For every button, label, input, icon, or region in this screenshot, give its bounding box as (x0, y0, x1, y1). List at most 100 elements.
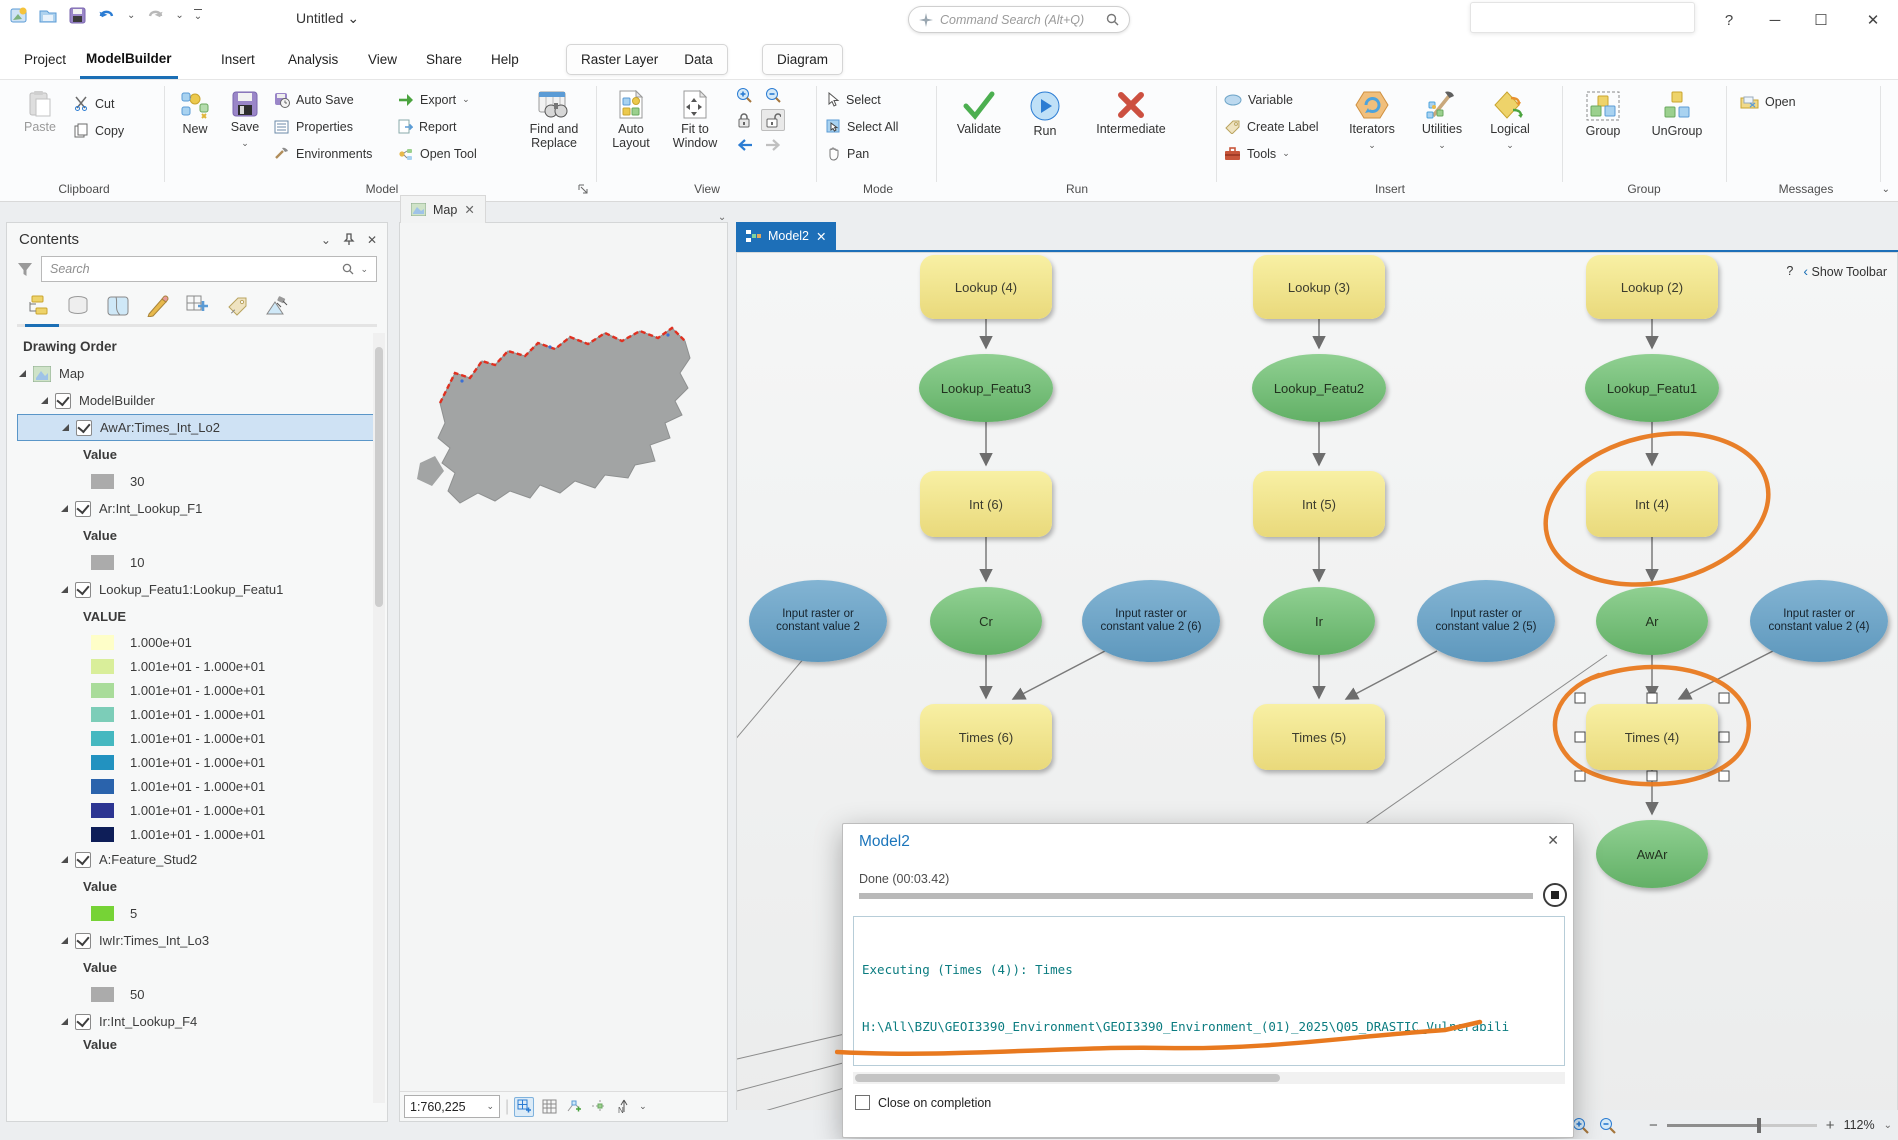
pan-button[interactable]: Pan (826, 140, 898, 167)
list-by-charts-tab[interactable] (225, 294, 251, 318)
save-dropdown-icon[interactable]: ⌄ (241, 136, 249, 150)
model-node-tool[interactable]: Int (6) (920, 471, 1052, 537)
show-toolbar-button[interactable]: ‹ Show Toolbar (1803, 263, 1887, 279)
undo-icon[interactable] (97, 7, 117, 25)
model-node-data[interactable]: Lookup_Featu2 (1252, 354, 1386, 422)
model-canvas[interactable]: Lookup (4) Lookup_Featu3 Int (6) Cr Time… (736, 252, 1898, 1140)
filter-icon[interactable] (17, 262, 33, 277)
logical-button[interactable]: Logical ⌄ (1480, 84, 1540, 152)
environments-button[interactable]: Environments (274, 140, 372, 167)
fit-to-window-button[interactable]: Fit to Window (664, 84, 726, 150)
map-grid-add-icon[interactable] (514, 1097, 534, 1117)
checkbox[interactable] (75, 933, 91, 949)
forward-button[interactable] (761, 134, 785, 156)
model-node-tool[interactable]: Times (6) (920, 704, 1052, 770)
status-zoom-out-icon[interactable] (1599, 1117, 1617, 1134)
open-tool-button[interactable]: Open Tool (398, 140, 477, 167)
new-project-icon[interactable] (10, 6, 29, 25)
redo-dropdown-icon[interactable]: ⌄ (175, 10, 183, 21)
status-zoom-in-icon[interactable] (1572, 1117, 1590, 1134)
model-node-tool[interactable]: Times (4) (1586, 704, 1718, 770)
model-node-data[interactable]: Lookup_Featu3 (919, 354, 1053, 422)
tree-item-layer[interactable]: IwIr:Times_Int_Lo3 (7, 927, 387, 954)
zoom-minus-icon[interactable]: − (1649, 1117, 1658, 1134)
checkbox[interactable] (75, 1014, 91, 1030)
close-button[interactable]: ✕ (1850, 0, 1896, 40)
pin-icon[interactable] (343, 233, 355, 246)
tab-raster-layer[interactable]: Raster Layer (581, 52, 658, 67)
zoom-slider[interactable] (1667, 1124, 1817, 1127)
tab-data[interactable]: Data (684, 52, 713, 67)
map-scale-select[interactable]: 1:760,225⌄ (404, 1095, 500, 1118)
project-title[interactable]: Untitled ⌄ (296, 10, 359, 27)
model-node-tool[interactable]: Times (5) (1253, 704, 1385, 770)
list-by-snapping-tab[interactable] (105, 294, 131, 318)
back-button[interactable] (732, 134, 756, 156)
zoom-plus-icon[interactable]: + (1826, 1117, 1835, 1134)
list-by-perspective-tab[interactable] (265, 294, 291, 318)
checkbox[interactable] (855, 1095, 870, 1110)
command-search[interactable]: Command Search (Alt+Q) (908, 6, 1130, 33)
tools-button[interactable]: Tools⌄ (1224, 140, 1319, 167)
model-tab-close-icon[interactable]: ✕ (816, 229, 826, 244)
new-model-button[interactable]: New (172, 84, 218, 136)
tree-item-layer[interactable]: Lookup_Featu1:Lookup_Featu1 (7, 576, 387, 603)
properties-button[interactable]: Properties (274, 113, 372, 140)
model-node-input[interactable]: Input raster or constant value 2 (4) (1750, 580, 1888, 662)
contents-close-icon[interactable]: ✕ (367, 233, 377, 247)
model-group-launcher-icon[interactable] (578, 184, 589, 195)
export-button[interactable]: Export⌄ (398, 86, 477, 113)
map-tab-close-icon[interactable]: ✕ (464, 202, 474, 217)
tab-help[interactable]: Help (485, 40, 525, 79)
undo-dropdown-icon[interactable]: ⌄ (127, 10, 135, 21)
expander-icon[interactable] (19, 370, 26, 377)
tab-share[interactable]: Share (420, 40, 468, 79)
checkbox[interactable] (75, 852, 91, 868)
model-node-tool[interactable]: Lookup (4) (920, 255, 1052, 319)
tree-item-layer[interactable]: A:Feature_Stud2 (7, 846, 387, 873)
find-and-replace-button[interactable]: Find and Replace (518, 84, 590, 150)
map-snap-icon[interactable] (589, 1097, 609, 1117)
validate-button[interactable]: Validate (948, 84, 1010, 136)
save-model-button[interactable]: Save ⌄ (222, 84, 268, 150)
redo-icon[interactable] (145, 7, 165, 25)
unlock-button[interactable] (761, 109, 785, 131)
zoom-percent[interactable]: 112% (1844, 1118, 1875, 1132)
utilities-button[interactable]: Utilities ⌄ (1412, 84, 1472, 152)
auto-layout-button[interactable]: Auto Layout (602, 84, 660, 150)
zoom-in-button[interactable] (732, 84, 756, 106)
tree-item-layer[interactable]: Ar:Int_Lookup_F1 (7, 495, 387, 522)
tree-item-layer[interactable]: Ir:Int_Lookup_F4 (7, 1008, 387, 1035)
customize-quick-access-icon[interactable]: ⌄ (194, 9, 202, 22)
contents-menu-icon[interactable]: ⌄ (321, 233, 331, 247)
dialog-scrollbar[interactable] (853, 1072, 1565, 1084)
maximize-button[interactable]: ☐ (1798, 0, 1844, 40)
contents-scrollbar[interactable] (373, 333, 385, 1103)
checkbox[interactable] (55, 393, 71, 409)
checkbox[interactable] (75, 582, 91, 598)
map-table-icon[interactable] (539, 1097, 559, 1117)
select-all-button[interactable]: Select All (826, 113, 898, 140)
run-button[interactable]: Run (1022, 84, 1068, 138)
model-node-input[interactable]: Input raster or constant value 2 (5) (1417, 580, 1555, 662)
iterators-button[interactable]: Iterators ⌄ (1340, 84, 1404, 152)
checkbox[interactable] (75, 501, 91, 517)
map-canvas[interactable] (400, 223, 729, 1071)
model-node-data[interactable]: Lookup_Featu1 (1585, 354, 1719, 422)
map-tab-list-icon[interactable]: ⌄ (718, 212, 726, 223)
contents-search-input[interactable]: Search ⌄ (41, 256, 377, 282)
help-button[interactable]: ? (1706, 0, 1752, 40)
model-node-tool[interactable]: Int (5) (1253, 471, 1385, 537)
ungroup-button[interactable]: UnGroup (1642, 84, 1712, 138)
dialog-log[interactable]: Executing (Times (4)): Times H:\All\BZU\… (853, 916, 1565, 1066)
tab-insert[interactable]: Insert (215, 40, 261, 79)
model-node-data[interactable]: Cr (930, 587, 1042, 655)
tab-diagram[interactable]: Diagram (777, 52, 828, 67)
report-button[interactable]: Report (398, 113, 477, 140)
open-messages-button[interactable]: Open (1740, 88, 1796, 115)
tab-model2[interactable]: Model2 ✕ (736, 222, 836, 250)
checkbox[interactable] (76, 420, 92, 436)
copy-button[interactable]: Copy (74, 117, 124, 144)
auto-save-button[interactable]: Auto Save (274, 86, 372, 113)
list-by-labeling-tab[interactable] (185, 294, 211, 318)
